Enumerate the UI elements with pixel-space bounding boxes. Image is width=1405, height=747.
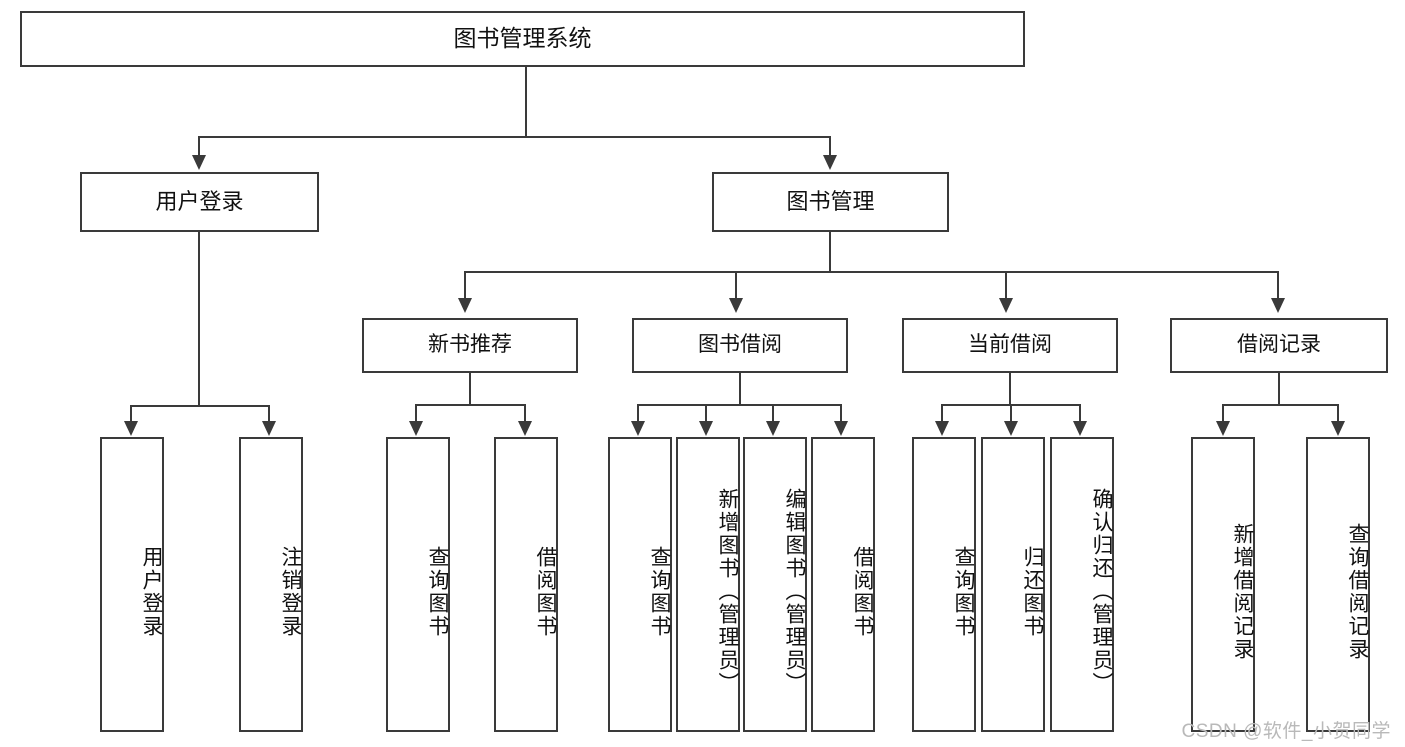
arrowhead-leaf-logout	[262, 421, 276, 436]
leaf-query-book-2[interactable]: 查询图书	[608, 437, 672, 732]
leaf-label: 确认归还（管理员）	[1090, 488, 1113, 695]
leaf-label: 借阅图书	[534, 545, 557, 638]
arrowhead-leaf-query-record	[1331, 421, 1345, 436]
node-label: 当前借阅	[968, 333, 1052, 357]
connector-bb-to-leaf-1	[637, 404, 639, 423]
node-new-book-recommend[interactable]: 新书推荐	[362, 318, 578, 373]
arrowhead-to-book-management	[823, 155, 837, 170]
arrowhead-leaf-query-book-3	[935, 421, 949, 436]
connector-current-borrow-stem	[1009, 373, 1011, 405]
connector-root-bus	[198, 136, 831, 138]
arrowhead-to-user-login	[192, 155, 206, 170]
arrowhead-new-book-recommend	[458, 298, 472, 313]
connector-cb-to-leaf-3	[1079, 404, 1081, 423]
connector-bb-to-leaf-4	[840, 404, 842, 423]
node-borrow-record[interactable]: 借阅记录	[1170, 318, 1388, 373]
leaf-add-book[interactable]: 新增图书（管理员）	[676, 437, 740, 732]
connector-bb-to-leaf-2	[705, 404, 707, 423]
connector-br-to-leaf-1	[1222, 404, 1224, 423]
connector-root-to-user-login	[198, 136, 200, 156]
arrowhead-book-borrow	[729, 298, 743, 313]
leaf-logout[interactable]: 注销登录	[239, 437, 303, 732]
leaf-label: 新增借阅记录	[1231, 522, 1254, 661]
connector-to-book-borrow	[735, 271, 737, 299]
connector-book-borrow-stem	[739, 373, 741, 405]
connector-cb-to-leaf-1	[941, 404, 943, 423]
leaf-query-record[interactable]: 查询借阅记录	[1306, 437, 1370, 732]
arrowhead-leaf-borrow-book-2	[834, 421, 848, 436]
connector-root-to-book-management	[829, 136, 831, 156]
leaf-borrow-book-1[interactable]: 借阅图书	[494, 437, 558, 732]
arrowhead-leaf-query-book-2	[631, 421, 645, 436]
leaf-add-record[interactable]: 新增借阅记录	[1191, 437, 1255, 732]
connector-to-borrow-record	[1277, 271, 1279, 299]
leaf-query-book-3[interactable]: 查询图书	[912, 437, 976, 732]
connector-user-login-stem	[198, 232, 200, 406]
arrowhead-leaf-confirm-return	[1073, 421, 1087, 436]
connector-user-login-to-leaf-2	[268, 405, 270, 423]
node-label: 借阅记录	[1237, 333, 1321, 357]
leaf-label: 编辑图书（管理员）	[783, 488, 806, 695]
leaf-confirm-return[interactable]: 确认归还（管理员）	[1050, 437, 1114, 732]
leaf-label: 查询图书	[952, 545, 975, 638]
connector-user-login-bus	[130, 405, 269, 407]
connector-cb-to-leaf-2	[1010, 404, 1012, 423]
node-label: 图书管理	[786, 189, 875, 215]
connector-book-management-bus	[464, 271, 1279, 273]
leaf-query-book-1[interactable]: 查询图书	[386, 437, 450, 732]
arrowhead-leaf-user-login	[124, 421, 138, 436]
leaf-user-login[interactable]: 用户登录	[100, 437, 164, 732]
arrowhead-current-borrow	[999, 298, 1013, 313]
watermark-text: CSDN @软件_小贺同学	[1181, 721, 1391, 742]
leaf-edit-book[interactable]: 编辑图书（管理员）	[743, 437, 807, 732]
connector-new-book-recommend-stem	[469, 373, 471, 405]
leaf-return-book[interactable]: 归还图书	[981, 437, 1045, 732]
connector-root-stem	[525, 67, 527, 137]
node-user-login[interactable]: 用户登录	[80, 172, 319, 232]
connector-to-current-borrow	[1005, 271, 1007, 299]
leaf-label: 归还图书	[1021, 545, 1044, 638]
node-label: 图书管理系统	[453, 25, 592, 52]
leaf-label: 查询图书	[426, 545, 449, 638]
leaf-borrow-book-2[interactable]: 借阅图书	[811, 437, 875, 732]
node-label: 图书借阅	[698, 333, 782, 357]
arrowhead-leaf-add-book	[699, 421, 713, 436]
leaf-label: 新增图书（管理员）	[716, 488, 739, 695]
connector-book-management-stem	[829, 232, 831, 272]
arrowhead-leaf-borrow-book-1	[518, 421, 532, 436]
node-book-management[interactable]: 图书管理	[712, 172, 949, 232]
leaf-label: 借阅图书	[851, 545, 874, 638]
node-label: 新书推荐	[428, 333, 512, 357]
arrowhead-leaf-add-record	[1216, 421, 1230, 436]
node-current-borrow[interactable]: 当前借阅	[902, 318, 1118, 373]
connector-nbr-to-leaf-2	[524, 404, 526, 423]
connector-borrow-record-bus	[1222, 404, 1338, 406]
connector-book-borrow-bus	[637, 404, 841, 406]
leaf-label: 查询图书	[648, 545, 671, 638]
arrowhead-leaf-edit-book	[766, 421, 780, 436]
connector-to-new-book-recommend	[464, 271, 466, 299]
node-label: 用户登录	[155, 189, 244, 215]
arrowhead-borrow-record	[1271, 298, 1285, 313]
connector-new-book-recommend-bus	[415, 404, 525, 406]
leaf-label: 注销登录	[279, 545, 302, 638]
arrowhead-leaf-return-book	[1004, 421, 1018, 436]
connector-user-login-to-leaf-1	[130, 405, 132, 423]
node-book-borrow[interactable]: 图书借阅	[632, 318, 848, 373]
node-book-management-system[interactable]: 图书管理系统	[20, 11, 1025, 67]
connector-nbr-to-leaf-1	[415, 404, 417, 423]
connector-bb-to-leaf-3	[772, 404, 774, 423]
leaf-label: 用户登录	[140, 545, 163, 638]
leaf-label: 查询借阅记录	[1346, 522, 1369, 661]
connector-borrow-record-stem	[1278, 373, 1280, 405]
arrowhead-leaf-query-book-1	[409, 421, 423, 436]
connector-br-to-leaf-2	[1337, 404, 1339, 423]
